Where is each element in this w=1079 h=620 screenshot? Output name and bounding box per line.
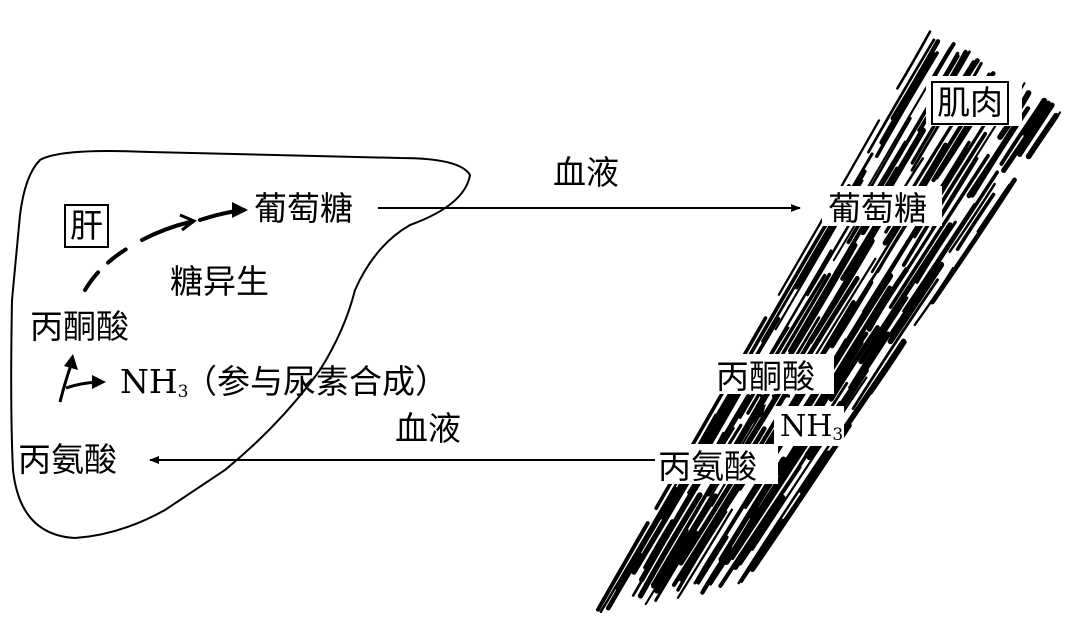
muscle-fiber-stroke xyxy=(678,426,767,566)
muscle-fiber-stroke xyxy=(761,152,874,343)
liver-title-box: 肝 xyxy=(64,204,109,248)
muscle-fiber-stroke xyxy=(867,38,936,154)
muscle-fiber-stroke xyxy=(887,261,945,345)
blood-label-lower: 血液 xyxy=(395,409,461,448)
muscle-fiber-stroke xyxy=(718,465,802,588)
muscle-fiber-stroke xyxy=(915,220,957,284)
muscle-fiber-stroke xyxy=(723,437,808,565)
muscle-fiber-stroke xyxy=(948,182,996,253)
muscle-fiber-stroke xyxy=(671,418,778,587)
muscle-fiber-stroke xyxy=(676,508,734,599)
muscle-fiber-stroke xyxy=(888,170,999,337)
muscle-fiber-stroke xyxy=(651,528,689,589)
muscle-fiber-stroke xyxy=(700,546,733,595)
label-backing xyxy=(654,444,778,484)
muscle-fiber-stroke xyxy=(1017,102,1055,157)
gluconeogenesis-path xyxy=(83,202,248,292)
muscle-fiber-stroke xyxy=(746,272,832,415)
muscle-fiber-stroke xyxy=(739,518,785,584)
muscle-fiber-stroke xyxy=(828,325,880,402)
muscle-fiber-stroke xyxy=(654,493,718,594)
label-backing xyxy=(822,186,942,226)
muscle-fiber-bundle xyxy=(596,30,1062,614)
muscle-fiber-stroke xyxy=(848,296,909,390)
muscle-fiber-stroke xyxy=(807,238,875,345)
muscle-fiber-stroke xyxy=(696,535,729,585)
muscle-fiber-stroke xyxy=(678,469,752,582)
blood-label-upper: 血液 xyxy=(553,153,619,192)
muscle-fiber-stroke xyxy=(1040,111,1062,141)
muscle-fiber-stroke xyxy=(990,71,996,77)
muscle-ammonia-label: NH3 xyxy=(780,409,844,445)
liver-glucose-label: 葡萄糖 xyxy=(254,189,353,228)
muscle-fiber-stroke xyxy=(737,495,786,566)
label-backing xyxy=(774,406,844,446)
muscle-fiber-stroke xyxy=(654,530,698,602)
muscle-fiber-stroke xyxy=(1025,112,1059,160)
muscle-fiber-stroke xyxy=(869,340,907,395)
gluconeogenesis-label: 糖异生 xyxy=(170,262,269,301)
muscle-fiber-stroke xyxy=(886,156,979,300)
muscle-fiber-stroke xyxy=(888,153,990,309)
label-backing xyxy=(712,354,834,394)
muscle-fiber-stroke xyxy=(851,278,939,410)
muscle-fiber-stroke xyxy=(1020,97,1048,136)
muscle-fiber-stroke xyxy=(839,338,907,435)
muscle-fiber-stroke xyxy=(596,521,650,612)
liver-outline xyxy=(10,150,472,540)
muscle-fiber-stroke xyxy=(637,492,703,599)
liver-ammonia-label: NH3 xyxy=(120,362,189,402)
muscle-fiber-stroke xyxy=(879,52,937,145)
muscle-fiber-stroke xyxy=(738,273,827,419)
muscle-fiber-stroke xyxy=(901,131,988,267)
muscle-fiber-stroke xyxy=(929,177,1017,305)
muscle-fiber-stroke xyxy=(955,192,996,252)
muscle-glucose-label: 葡萄糖 xyxy=(828,189,927,228)
liver-alanine-label: 丙氨酸 xyxy=(18,440,117,479)
muscle-fiber-stroke xyxy=(751,376,868,551)
muscle-fiber-stroke xyxy=(1001,100,1051,173)
muscle-fiber-stroke xyxy=(605,552,643,611)
muscle-fiber-stroke xyxy=(737,444,831,585)
muscle-fiber-stroke xyxy=(748,456,790,519)
muscle-fiber-stroke xyxy=(870,220,904,274)
muscle-pyruvate-label: 丙酮酸 xyxy=(716,357,815,396)
muscle-fiber-stroke xyxy=(644,413,762,606)
urea-synthesis-note: （参与尿素合成） xyxy=(184,362,448,401)
muscle-fiber-stroke xyxy=(875,51,939,158)
muscle-fiber-stroke xyxy=(858,222,953,365)
muscle-internal-arrows xyxy=(743,394,790,432)
muscle-fiber-stroke xyxy=(896,30,932,90)
muscle-alanine-label: 丙氨酸 xyxy=(658,447,757,486)
muscle-fiber-stroke xyxy=(659,316,781,520)
muscle-title-box: 肌肉 xyxy=(931,81,1009,125)
muscle-fiber-stroke xyxy=(785,242,858,361)
liver-pyruvate-label: 丙酮酸 xyxy=(30,307,129,346)
muscle-fiber-stroke xyxy=(731,381,849,561)
muscle-fiber-stroke xyxy=(829,280,874,349)
muscle-fiber-stroke xyxy=(794,169,867,290)
muscle-fiber-stroke xyxy=(654,316,768,510)
deamination-arrows xyxy=(58,354,106,403)
